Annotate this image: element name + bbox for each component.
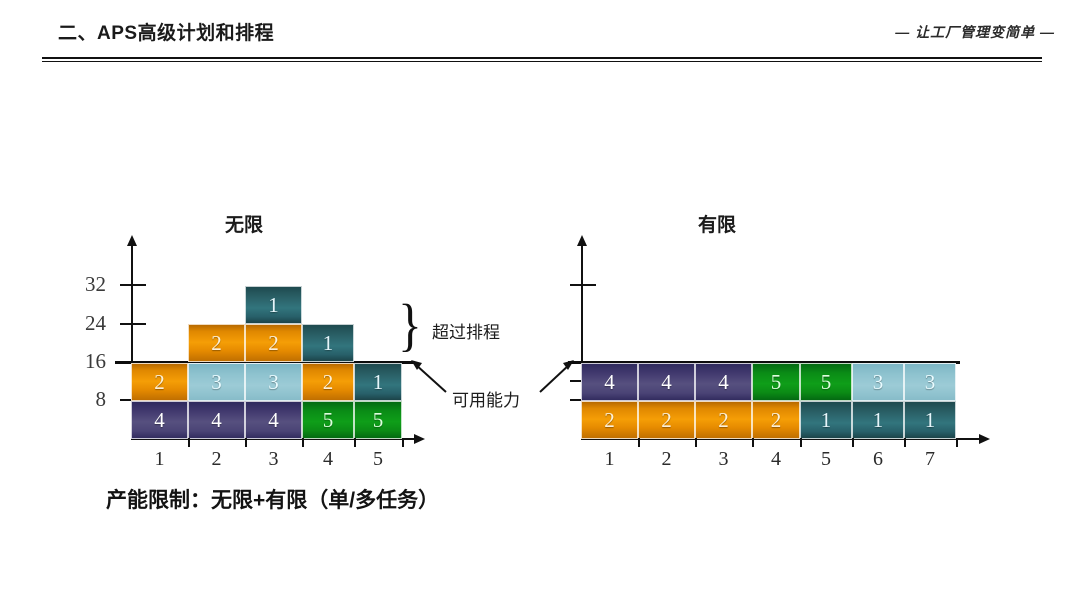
right-block-c5-l1: 1: [800, 401, 852, 439]
curly-brace-icon: }: [398, 292, 422, 357]
left-ytick-label-8: 8: [95, 387, 107, 411]
right-y-axis-arrow-icon: [577, 235, 587, 246]
right-y-axis: [581, 245, 583, 440]
right-capacity-line: [568, 361, 960, 364]
left-block-c2-l2: 3: [188, 363, 245, 401]
divider-thick-line: [42, 57, 1042, 59]
slide-header: 二、APS高级计划和排程 — 让工厂管理变简单 —: [0, 0, 1080, 80]
left-ytick-24: [120, 323, 146, 325]
header-divider: [42, 57, 1042, 63]
right-block-c3-l2: 4: [695, 363, 752, 401]
header-tagline: — 让工厂管理变简单 —: [895, 24, 1055, 40]
right-xtick-1: [638, 438, 640, 447]
left-xtick-label-5: 5: [373, 448, 383, 470]
right-block-c4-l1: 2: [752, 401, 800, 439]
chart-left-title: 无限: [225, 215, 264, 236]
right-block-c7-l2: 3: [904, 363, 956, 401]
right-xtick-7: [956, 438, 958, 447]
page-title: 二、APS高级计划和排程: [58, 23, 275, 44]
right-xtick-3: [752, 438, 754, 447]
left-xtick-4: [354, 438, 356, 447]
arrow-head-to-left-capacity: [411, 360, 422, 370]
right-xtick-6: [904, 438, 906, 447]
arrow-line-to-left-capacity: [414, 363, 447, 393]
right-xtick-4: [800, 438, 802, 447]
right-block-c1-l1: 2: [581, 401, 638, 439]
left-ytick-label-24: 24: [85, 311, 106, 335]
right-xtick-5: [852, 438, 854, 447]
left-y-axis: [131, 245, 133, 440]
left-xtick-1: [188, 438, 190, 447]
left-xtick-label-3: 3: [268, 448, 279, 470]
left-block-c3-l2: 3: [245, 363, 302, 401]
right-x-axis: [581, 438, 981, 440]
left-xtick-3: [302, 438, 304, 447]
right-xtick-label-4: 4: [771, 448, 781, 470]
divider-thin-line: [42, 61, 1042, 62]
left-x-axis: [131, 438, 416, 440]
slide-caption: 产能限制：无限+有限（单/多任务）: [106, 489, 440, 512]
left-x-axis-arrow-icon: [414, 434, 425, 444]
left-block-c1-l1: 4: [131, 401, 188, 439]
left-xtick-5: [402, 438, 404, 447]
left-xtick-label-1: 1: [154, 448, 165, 470]
right-block-c1-l2: 4: [581, 363, 638, 401]
right-block-c5-l2: 5: [800, 363, 852, 401]
left-block-c1-l2: 2: [131, 363, 188, 401]
right-ytick-lower: [570, 399, 588, 401]
left-ytick-label-16: 16: [85, 349, 106, 373]
left-block-c4-l2: 2: [302, 363, 354, 401]
right-xtick-label-6: 6: [873, 448, 883, 470]
right-xtick-label-7: 7: [925, 448, 935, 470]
right-block-c6-l1: 1: [852, 401, 904, 439]
right-xtick-label-1: 1: [604, 448, 615, 470]
left-block-c2-l3: 2: [188, 324, 245, 362]
left-block-c3-l1: 4: [245, 401, 302, 439]
right-block-c3-l1: 2: [695, 401, 752, 439]
left-xtick-label-2: 2: [211, 448, 222, 470]
left-xtick-label-4: 4: [323, 448, 333, 470]
left-block-c2-l1: 4: [188, 401, 245, 439]
arrow-line-to-right-capacity: [539, 363, 571, 393]
left-capacity-line: [115, 361, 415, 364]
chart-right-title: 有限: [698, 215, 737, 236]
left-xtick-2: [245, 438, 247, 447]
right-xtick-label-5: 5: [821, 448, 831, 470]
right-block-c7-l1: 1: [904, 401, 956, 439]
right-xtick-label-2: 2: [661, 448, 672, 470]
right-block-c2-l2: 4: [638, 363, 695, 401]
right-x-axis-arrow-icon: [979, 434, 990, 444]
left-ytick-32: [120, 284, 146, 286]
right-xtick-label-3: 3: [718, 448, 729, 470]
right-ytick-upper: [570, 284, 596, 286]
right-ytick-mid: [570, 380, 588, 382]
right-block-c6-l2: 3: [852, 363, 904, 401]
left-block-c3-l3: 2: [245, 324, 302, 362]
left-block-c3-l4: 1: [245, 286, 302, 324]
left-block-c5-l2: 1: [354, 363, 402, 401]
left-ytick-8: [120, 399, 140, 401]
left-ytick-label-32: 32: [85, 272, 106, 296]
right-xtick-2: [695, 438, 697, 447]
left-y-axis-arrow-icon: [127, 235, 137, 246]
left-block-c5-l1: 5: [354, 401, 402, 439]
left-block-c4-l1: 5: [302, 401, 354, 439]
annotation-over-schedule: 超过排程: [432, 323, 500, 342]
annotation-available-capacity: 可用能力: [452, 391, 520, 410]
left-block-c4-l3: 1: [302, 324, 354, 362]
right-block-c2-l1: 2: [638, 401, 695, 439]
right-block-c4-l2: 5: [752, 363, 800, 401]
